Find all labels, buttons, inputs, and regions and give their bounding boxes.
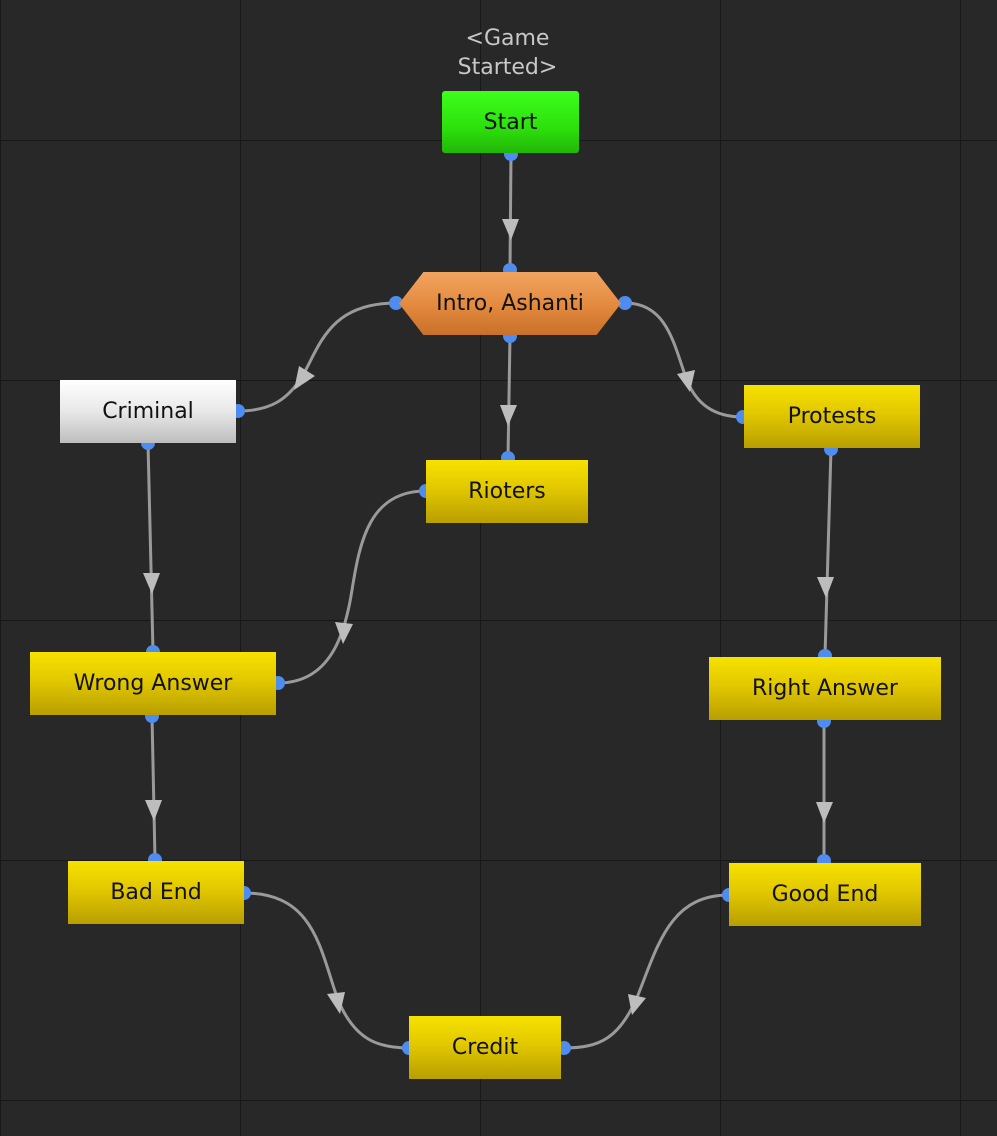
node-protests[interactable]: Protests	[744, 385, 920, 448]
edge-rioters-wrong[interactable]	[277, 489, 427, 685]
edge-intro-protests[interactable]	[624, 301, 744, 419]
node-rioters[interactable]: Rioters	[426, 460, 588, 523]
node-right-answer[interactable]: Right Answer	[709, 657, 941, 720]
node-intro-ashanti[interactable]: Intro, Ashanti	[399, 272, 621, 335]
start-trigger-label: <Game Started>	[457, 26, 558, 80]
edge-criminal-wrong[interactable]	[146, 442, 155, 653]
port-intro-left[interactable]	[389, 296, 403, 310]
edge-protests-right[interactable]	[823, 448, 833, 657]
arrow-icon	[327, 992, 345, 1014]
arrow-icon	[816, 802, 833, 823]
port-intro-right[interactable]	[618, 296, 632, 310]
node-wrong-answer[interactable]: Wrong Answer	[30, 652, 276, 715]
edge-start-intro[interactable]	[508, 153, 513, 271]
node-start[interactable]: Start	[442, 91, 579, 153]
node-good-end[interactable]: Good End	[729, 863, 921, 926]
edge-wrong-badend[interactable]	[150, 715, 157, 861]
edge-badend-credit[interactable]	[243, 891, 410, 1050]
edge-goodend-credit[interactable]	[563, 893, 730, 1050]
arrow-icon	[143, 573, 160, 594]
arrow-icon	[677, 370, 695, 392]
arrow-icon	[502, 219, 519, 240]
arrow-icon	[817, 577, 834, 598]
arrow-icon	[294, 366, 315, 390]
node-bad-end[interactable]: Bad End	[68, 861, 244, 924]
edge-intro-rioters[interactable]	[506, 335, 512, 459]
node-criminal[interactable]: Criminal	[60, 380, 236, 443]
arrow-icon	[628, 994, 646, 1015]
node-credit[interactable]: Credit	[409, 1016, 561, 1079]
arrow-icon	[145, 800, 162, 821]
arrow-icon	[500, 405, 517, 426]
edge-intro-criminal[interactable]	[237, 301, 397, 413]
arrow-icon	[335, 622, 353, 644]
